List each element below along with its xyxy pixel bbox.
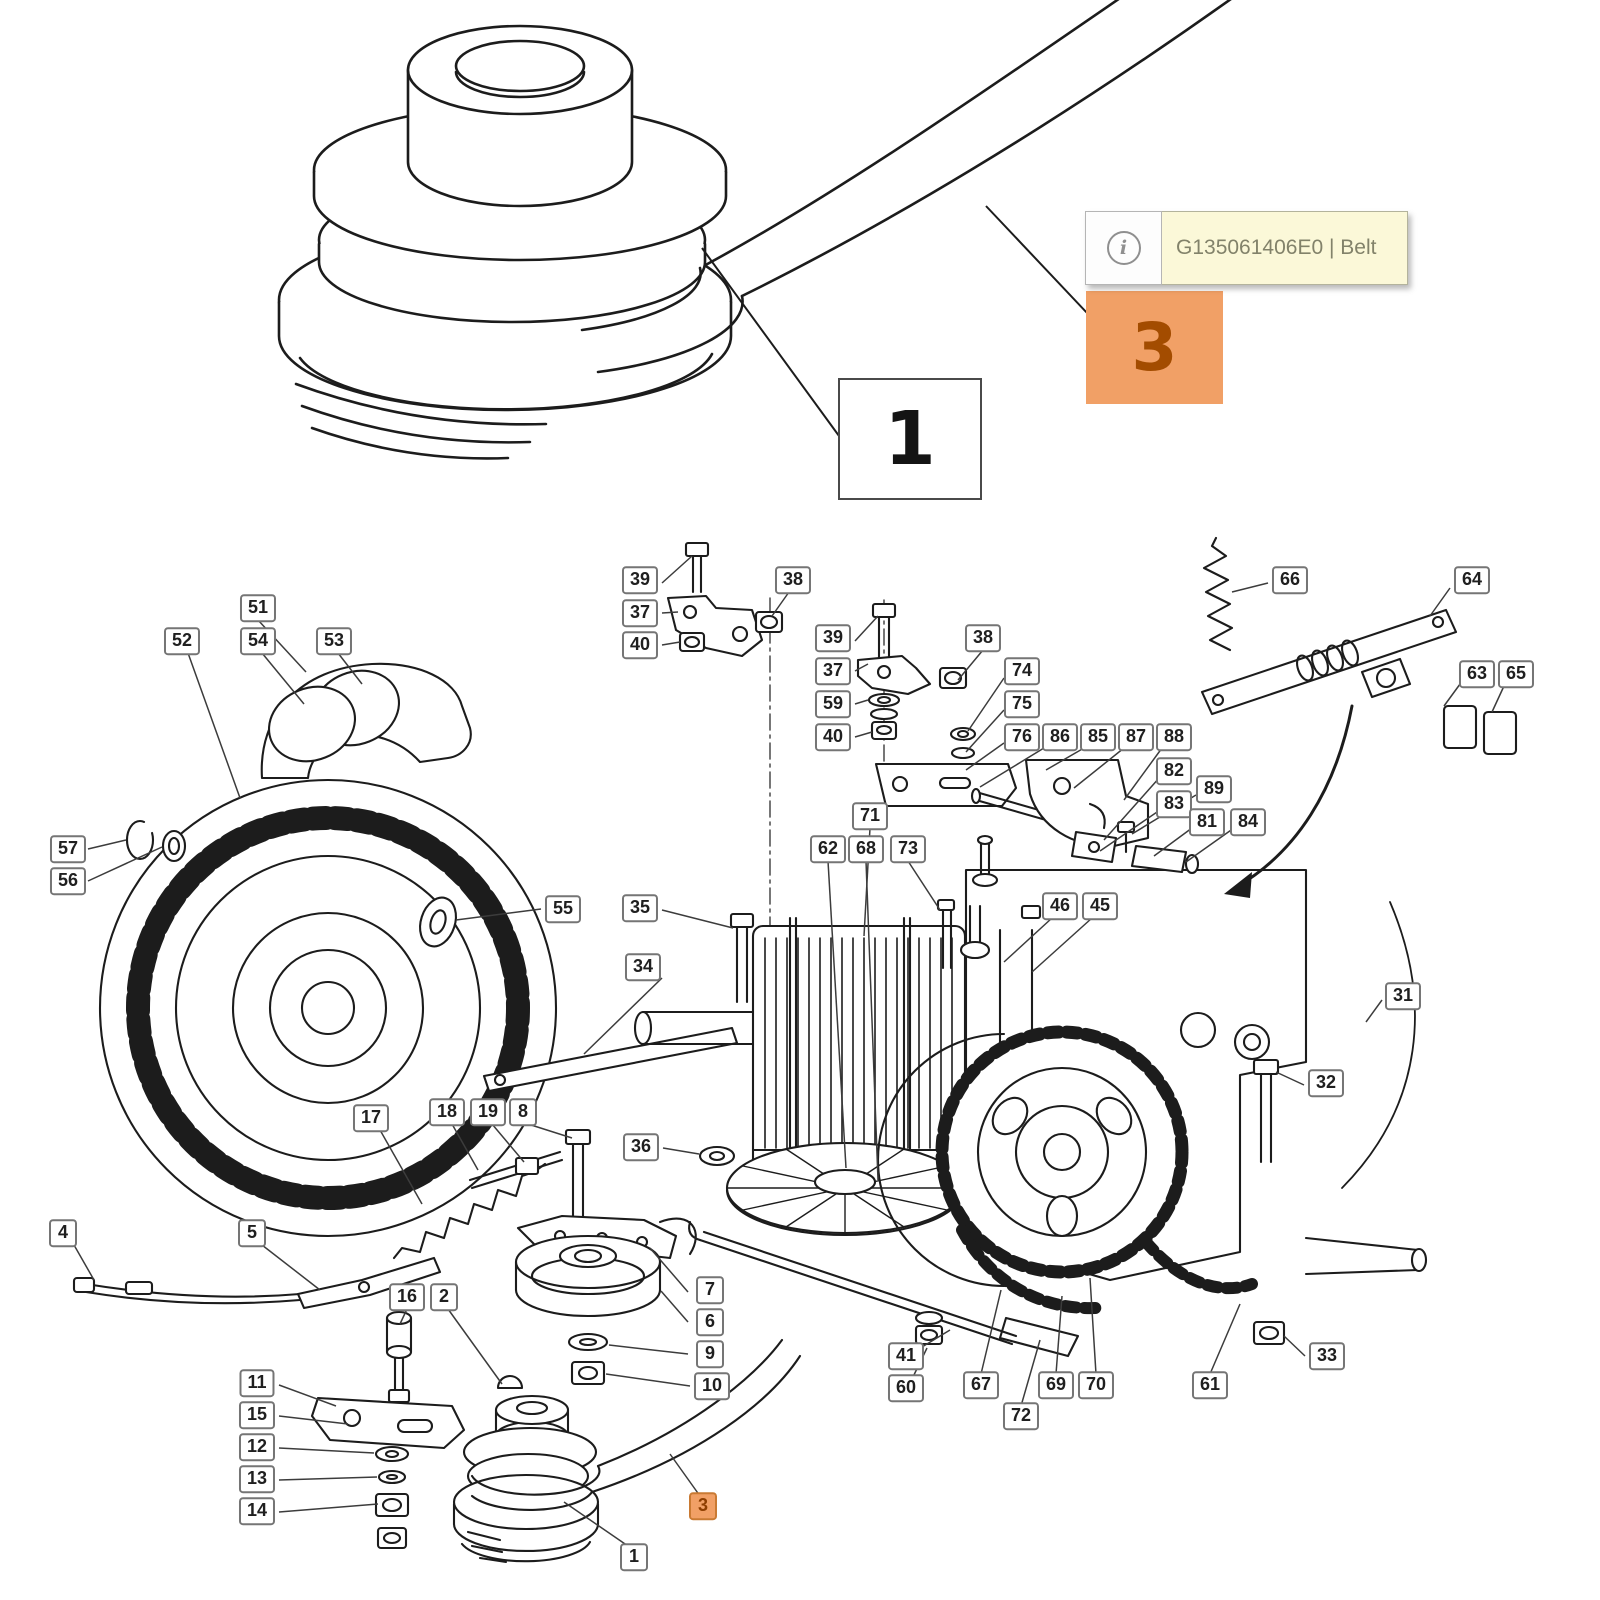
part-label-63[interactable]: 63 bbox=[1458, 660, 1496, 688]
part-label-5[interactable]: 5 bbox=[238, 1219, 266, 1247]
callout-belt-number: 3 bbox=[1131, 309, 1178, 386]
part-label-57[interactable]: 57 bbox=[49, 835, 87, 863]
callout-belt-highlighted[interactable]: 3 bbox=[1086, 291, 1223, 404]
part-label-70[interactable]: 70 bbox=[1077, 1371, 1115, 1399]
part-label-61[interactable]: 61 bbox=[1191, 1371, 1229, 1399]
part-label-85[interactable]: 85 bbox=[1079, 723, 1117, 751]
part-tooltip: i G135061406E0 | Belt bbox=[1085, 211, 1408, 285]
part-label-11[interactable]: 11 bbox=[239, 1369, 275, 1397]
part-label-1[interactable]: 1 bbox=[620, 1543, 648, 1571]
part-label-72[interactable]: 72 bbox=[1002, 1402, 1040, 1430]
part-label-40[interactable]: 40 bbox=[621, 631, 659, 659]
part-label-81[interactable]: 81 bbox=[1188, 808, 1226, 836]
part-label-88[interactable]: 88 bbox=[1155, 723, 1193, 751]
part-label-2[interactable]: 2 bbox=[430, 1283, 458, 1311]
part-label-33[interactable]: 33 bbox=[1308, 1342, 1346, 1370]
part-label-56[interactable]: 56 bbox=[49, 867, 87, 895]
part-label-16[interactable]: 16 bbox=[388, 1283, 426, 1311]
callout-pulley-number: 1 bbox=[884, 396, 936, 482]
part-label-67[interactable]: 67 bbox=[962, 1371, 1000, 1399]
part-label-69[interactable]: 69 bbox=[1037, 1371, 1075, 1399]
callout-pulley[interactable]: 1 bbox=[838, 378, 982, 500]
part-label-31[interactable]: 31 bbox=[1384, 982, 1422, 1010]
part-label-40[interactable]: 40 bbox=[814, 723, 852, 751]
part-label-17[interactable]: 17 bbox=[352, 1104, 390, 1132]
part-label-12[interactable]: 12 bbox=[238, 1433, 276, 1461]
part-label-65[interactable]: 65 bbox=[1497, 660, 1535, 688]
part-label-64[interactable]: 64 bbox=[1453, 566, 1491, 594]
part-label-87[interactable]: 87 bbox=[1117, 723, 1155, 751]
part-label-39[interactable]: 39 bbox=[621, 566, 659, 594]
part-label-75[interactable]: 75 bbox=[1003, 690, 1041, 718]
part-label-3[interactable]: 3 bbox=[689, 1492, 717, 1520]
part-label-39[interactable]: 39 bbox=[814, 624, 852, 652]
part-label-36[interactable]: 36 bbox=[622, 1133, 660, 1161]
part-label-68[interactable]: 68 bbox=[847, 835, 885, 863]
part-label-53[interactable]: 53 bbox=[315, 627, 353, 655]
part-label-19[interactable]: 19 bbox=[469, 1098, 507, 1126]
part-label-76[interactable]: 76 bbox=[1003, 723, 1041, 751]
part-label-83[interactable]: 83 bbox=[1155, 790, 1193, 818]
part-label-60[interactable]: 60 bbox=[887, 1374, 925, 1402]
part-label-10[interactable]: 10 bbox=[693, 1372, 731, 1400]
part-label-13[interactable]: 13 bbox=[238, 1465, 276, 1493]
part-label-71[interactable]: 71 bbox=[851, 802, 889, 830]
part-label-4[interactable]: 4 bbox=[49, 1219, 77, 1247]
part-label-54[interactable]: 54 bbox=[239, 627, 277, 655]
part-label-37[interactable]: 37 bbox=[814, 657, 852, 685]
part-label-46[interactable]: 46 bbox=[1041, 892, 1079, 920]
part-label-59[interactable]: 59 bbox=[814, 690, 852, 718]
info-icon: i bbox=[1106, 231, 1141, 265]
part-label-18[interactable]: 18 bbox=[428, 1098, 466, 1126]
part-label-8[interactable]: 8 bbox=[509, 1098, 537, 1126]
part-label-51[interactable]: 51 bbox=[239, 594, 277, 622]
part-label-6[interactable]: 6 bbox=[696, 1308, 724, 1336]
part-label-74[interactable]: 74 bbox=[1003, 657, 1041, 685]
part-label-89[interactable]: 89 bbox=[1195, 775, 1233, 803]
part-label-38[interactable]: 38 bbox=[964, 624, 1002, 652]
part-label-52[interactable]: 52 bbox=[163, 627, 201, 655]
part-label-45[interactable]: 45 bbox=[1081, 892, 1119, 920]
part-label-41[interactable]: 41 bbox=[887, 1342, 925, 1370]
part-label-82[interactable]: 82 bbox=[1155, 757, 1193, 785]
part-label-14[interactable]: 14 bbox=[238, 1497, 276, 1525]
part-label-9[interactable]: 9 bbox=[696, 1340, 724, 1368]
part-label-7[interactable]: 7 bbox=[696, 1276, 724, 1304]
part-label-62[interactable]: 62 bbox=[809, 835, 847, 863]
part-label-35[interactable]: 35 bbox=[621, 894, 659, 922]
part-label-15[interactable]: 15 bbox=[238, 1401, 276, 1429]
part-label-55[interactable]: 55 bbox=[544, 895, 582, 923]
part-label-84[interactable]: 84 bbox=[1229, 808, 1267, 836]
part-label-86[interactable]: 86 bbox=[1041, 723, 1079, 751]
tooltip-text: G135061406E0 | Belt bbox=[1162, 211, 1408, 285]
part-label-66[interactable]: 66 bbox=[1271, 566, 1309, 594]
part-label-73[interactable]: 73 bbox=[889, 835, 927, 863]
tooltip-icon-cell: i bbox=[1085, 211, 1162, 285]
part-label-37[interactable]: 37 bbox=[621, 599, 659, 627]
part-label-38[interactable]: 38 bbox=[774, 566, 812, 594]
part-label-32[interactable]: 32 bbox=[1307, 1069, 1345, 1097]
part-label-34[interactable]: 34 bbox=[624, 953, 662, 981]
